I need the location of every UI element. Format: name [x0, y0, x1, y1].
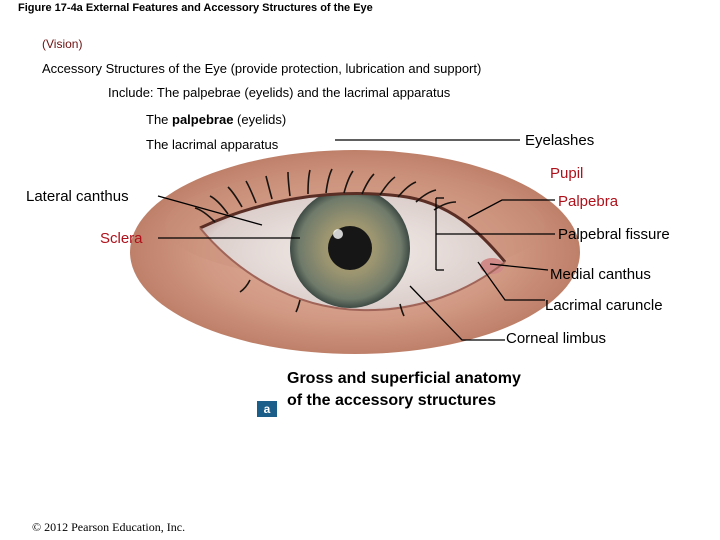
label-palpebral-fissure: Palpebral fissure — [558, 226, 670, 243]
include-line: Include: The palpebrae (eyelids) and the… — [108, 85, 451, 100]
figure-part-badge: a — [257, 401, 277, 417]
figure-caption: Gross and superficial anatomy of the acc… — [287, 370, 521, 409]
medial-canthus-leader — [489, 263, 549, 271]
copyright: © 2012 Pearson Education, Inc. — [32, 520, 186, 534]
accessory-line: Accessory Structures of the Eye (provide… — [42, 61, 482, 76]
label-sclera: Sclera — [100, 230, 143, 247]
lacrimal-caruncle-leader — [477, 261, 545, 301]
figure-title: Figure 17-4a External Features and Acces… — [18, 2, 373, 14]
subtitle: (Vision) — [42, 37, 83, 51]
label-lateral-canthus: Lateral canthus — [26, 188, 129, 205]
corneal-limbus-leader — [409, 285, 505, 341]
label-eyelashes: Eyelashes — [525, 132, 595, 149]
label-medial-canthus: Medial canthus — [550, 266, 651, 283]
pupil-leader — [467, 199, 555, 219]
lacrimal-line: The lacrimal apparatus — [146, 137, 279, 152]
label-pupil: Pupil — [550, 165, 584, 182]
palpebrae-prefix: The — [146, 112, 173, 127]
palpebrae-bold: palpebrae — [172, 112, 234, 127]
label-palpebra: Palpebra — [558, 193, 619, 210]
lateral-canthus-leader — [157, 195, 263, 226]
label-lacrimal-caruncle: Lacrimal caruncle — [545, 297, 663, 314]
eyelashes-shape — [194, 168, 457, 317]
palpebrae-line: The palpebrae (eyelids) — [146, 112, 286, 127]
label-corneal-limbus: Corneal limbus — [506, 330, 607, 347]
lacrimal-caruncle-shape — [480, 258, 504, 274]
palpebrae-suffix: (eyelids) — [233, 112, 287, 127]
